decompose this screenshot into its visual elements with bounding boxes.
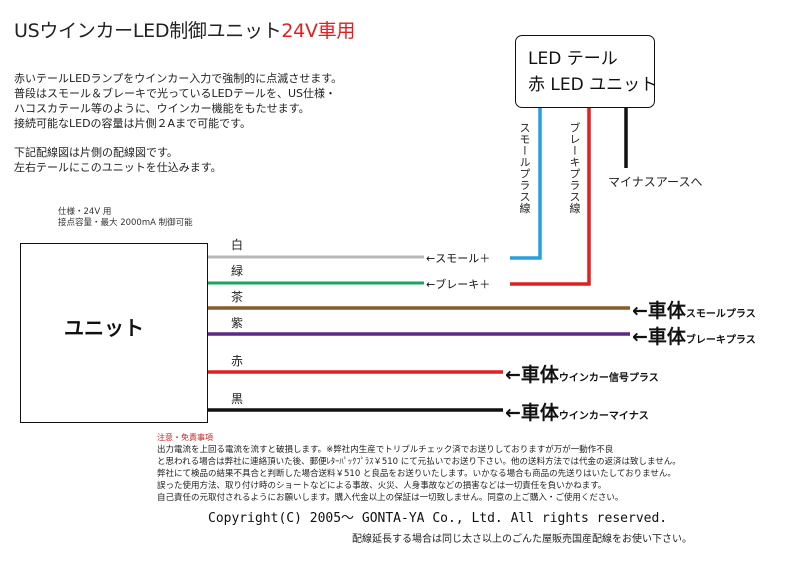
minus-ground-label: マイナスアースへ	[608, 175, 703, 189]
wire-label-white: 白	[231, 238, 244, 252]
body-turn-signal-minus-main: ←車体	[505, 402, 559, 424]
note-line-2: と思われる場合は弊社に連絡頂いた後、郵便ﾚﾀｰﾊﾟｯｸﾌﾟﾗｽ￥510 にて元払…	[157, 457, 681, 467]
notes-heading: 注意・免責事項	[157, 433, 213, 442]
body-small-plus-sub: スモールプラス	[685, 309, 756, 320]
body-brake-plus-connection: ←車体ブレーキプラス	[632, 322, 756, 349]
extension-note: 配線延長する場合は同じ太さ以上のごんた屋販売国産配線をお使い下さい。	[352, 534, 692, 545]
description-line-4: 接続可能なLEDの容量は片側２Aまで可能です。	[14, 117, 251, 130]
note-line-4: 誤った使用方法、取り付け時のショートなどによる事故、火災、人身事故などの損害など…	[157, 481, 607, 491]
wire-blue-small	[510, 108, 542, 260]
spec-capacity: 接点容量・最大 2000mA 制御可能	[58, 218, 193, 228]
brake-plus-wire-label: ブレーキプラス線	[568, 122, 581, 214]
description-line-1: 赤いテールLEDランプをウインカー入力で強制的に点滅させます。	[14, 72, 343, 85]
wire-label-brown: 茶	[231, 290, 244, 304]
wiring-note-1: 下記配線図は片側の配線図です。	[14, 146, 178, 159]
body-small-plus-connection: ←車体スモールプラス	[632, 296, 756, 323]
note-line-3: 弊社にて検品の結果不具合と判断した場合送料￥510 と良品をお送りいたします。い…	[157, 469, 676, 479]
wire-label-green: 緑	[231, 264, 244, 278]
small-plus-connection: ←スモール＋	[426, 252, 491, 265]
body-small-plus-main: ←車体	[632, 300, 686, 322]
body-turn-signal-plus-main: ←車体	[505, 364, 559, 386]
unit-box	[20, 243, 208, 423]
led-unit-line1: LED テール	[528, 49, 618, 69]
spec-voltage: 仕様・24V 用	[58, 207, 112, 217]
body-turn-signal-plus-connection: ←車体ウインカー信号プラス	[505, 360, 659, 387]
led-unit-line2: 赤 LED ユニット	[528, 75, 658, 95]
description-line-3: ハコスカテール等のように、ウインカー機能をもたせます。	[14, 102, 310, 115]
description-line-2: 普段はスモール＆ブレーキで光っているLEDテールを、US仕様・	[14, 87, 337, 100]
body-turn-signal-minus-connection: ←車体ウインカーマイナス	[505, 398, 649, 425]
note-line-1: 出力電流を上回る電流を流すと破損します。※弊社内生産でトリプルチェック済でお送り…	[157, 445, 614, 455]
body-brake-plus-main: ←車体	[632, 326, 686, 348]
copyright: Copyright(C) 2005～ GONTA-YA Co., Ltd. Al…	[208, 511, 668, 526]
wire-label-red: 赤	[231, 354, 244, 368]
body-turn-signal-minus-sub: ウインカーマイナス	[558, 411, 649, 422]
body-brake-plus-sub: ブレーキプラス	[685, 335, 756, 346]
led-unit-box	[515, 35, 655, 108]
small-plus-wire-label: スモールプラス線	[518, 122, 531, 214]
title-accent: 24V車用	[281, 20, 356, 42]
wire-label-black: 黒	[231, 392, 244, 406]
wire-red-brake	[510, 108, 591, 286]
wiring-note-2: 左右テールにこのユニットを仕込みます。	[14, 161, 222, 174]
page-title: USウインカーLED制御ユニット24V車用	[14, 16, 355, 43]
note-line-5: 自己責任の元取付されるようにお願いします。購入代金以上の保証は一切致しません。同…	[157, 493, 624, 503]
title-main: USウインカーLED制御ユニット	[14, 20, 282, 42]
wire-label-purple: 紫	[231, 316, 244, 330]
unit-label: ユニット	[64, 316, 144, 340]
body-turn-signal-plus-sub: ウインカー信号プラス	[558, 373, 659, 384]
brake-plus-connection: ←ブレーキ＋	[426, 278, 491, 291]
